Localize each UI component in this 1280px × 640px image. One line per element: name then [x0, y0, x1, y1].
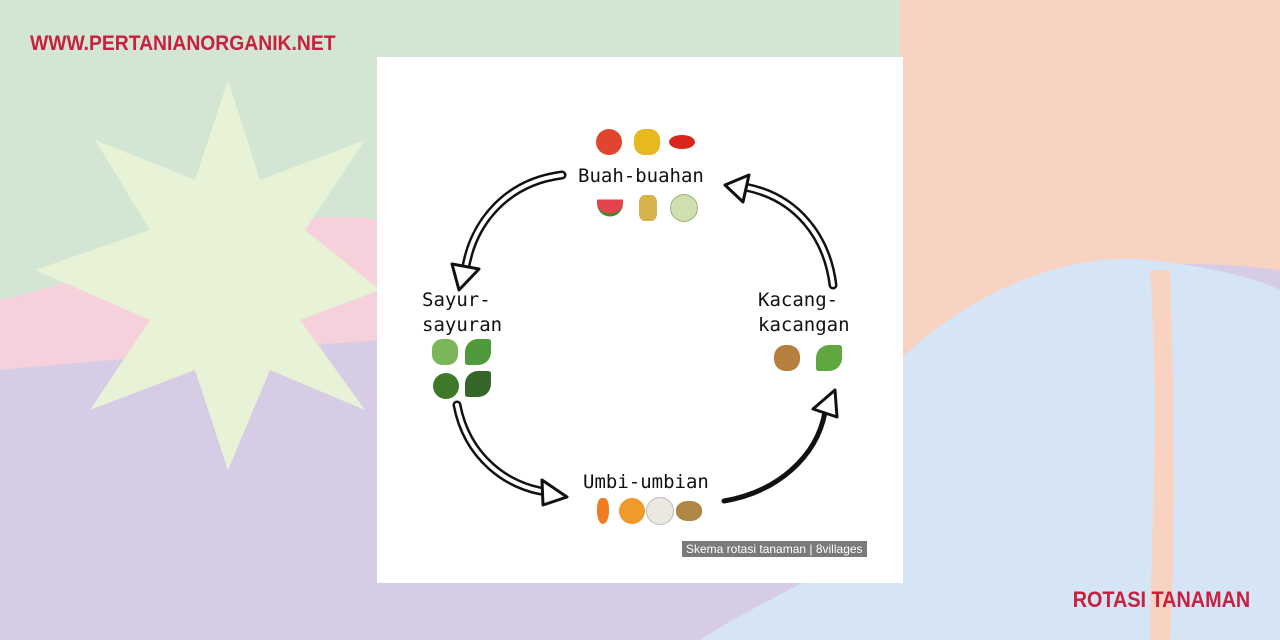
- broccoli-icon: [433, 373, 459, 399]
- watermelon-icon: [597, 199, 623, 217]
- kale-icon: [465, 371, 491, 397]
- arrow-sayur-to-umbi: [452, 400, 552, 497]
- cycle-arrows: [450, 170, 839, 507]
- rice-icon: [639, 195, 657, 221]
- onion-icon: [619, 498, 645, 524]
- site-name[interactable]: WWW.PERTANIANORGANIK.NET: [30, 32, 336, 55]
- node-label-kacang-line2: kacangan: [758, 314, 850, 336]
- celery-icon: [432, 339, 458, 365]
- tomato-icon: [596, 129, 622, 155]
- post-title: ROTASI TANAMAN: [1072, 587, 1250, 612]
- node-label-umbi-umbian: Umbi-umbian: [583, 471, 709, 493]
- node-label-sayur-line1: Sayur-: [422, 289, 491, 311]
- melon-icon: [670, 194, 698, 222]
- arrow-kacang-to-buah: [740, 182, 838, 290]
- chili-icon: [669, 135, 695, 149]
- arrowhead-sayur: [450, 262, 481, 292]
- carrot-icon: [597, 498, 609, 524]
- arrowhead-kacang: [811, 388, 839, 419]
- image-caption: Skema rotasi tanaman | 8villages: [682, 541, 867, 557]
- arrow-buah-to-sayur: [460, 170, 567, 277]
- corn-icon: [634, 129, 660, 155]
- garlic-icon: [646, 497, 674, 525]
- rotation-diagram: Buah-buahan Sayur- sayuran Kacang- kacan…: [377, 57, 903, 583]
- lettuce-icon: [465, 339, 491, 365]
- node-label-buah-buahan: Buah-buahan: [578, 165, 704, 187]
- node-label-sayur-line2: sayuran: [422, 314, 503, 336]
- arrowhead-umbi: [540, 478, 569, 507]
- arrowhead-buah: [723, 173, 751, 204]
- arrow-umbi-to-kacang: [721, 409, 828, 504]
- peapod-icon: [816, 345, 842, 371]
- potato-icon: [676, 501, 702, 521]
- node-label-kacang-line1: Kacang-: [758, 289, 839, 311]
- peanut-icon: [774, 345, 800, 371]
